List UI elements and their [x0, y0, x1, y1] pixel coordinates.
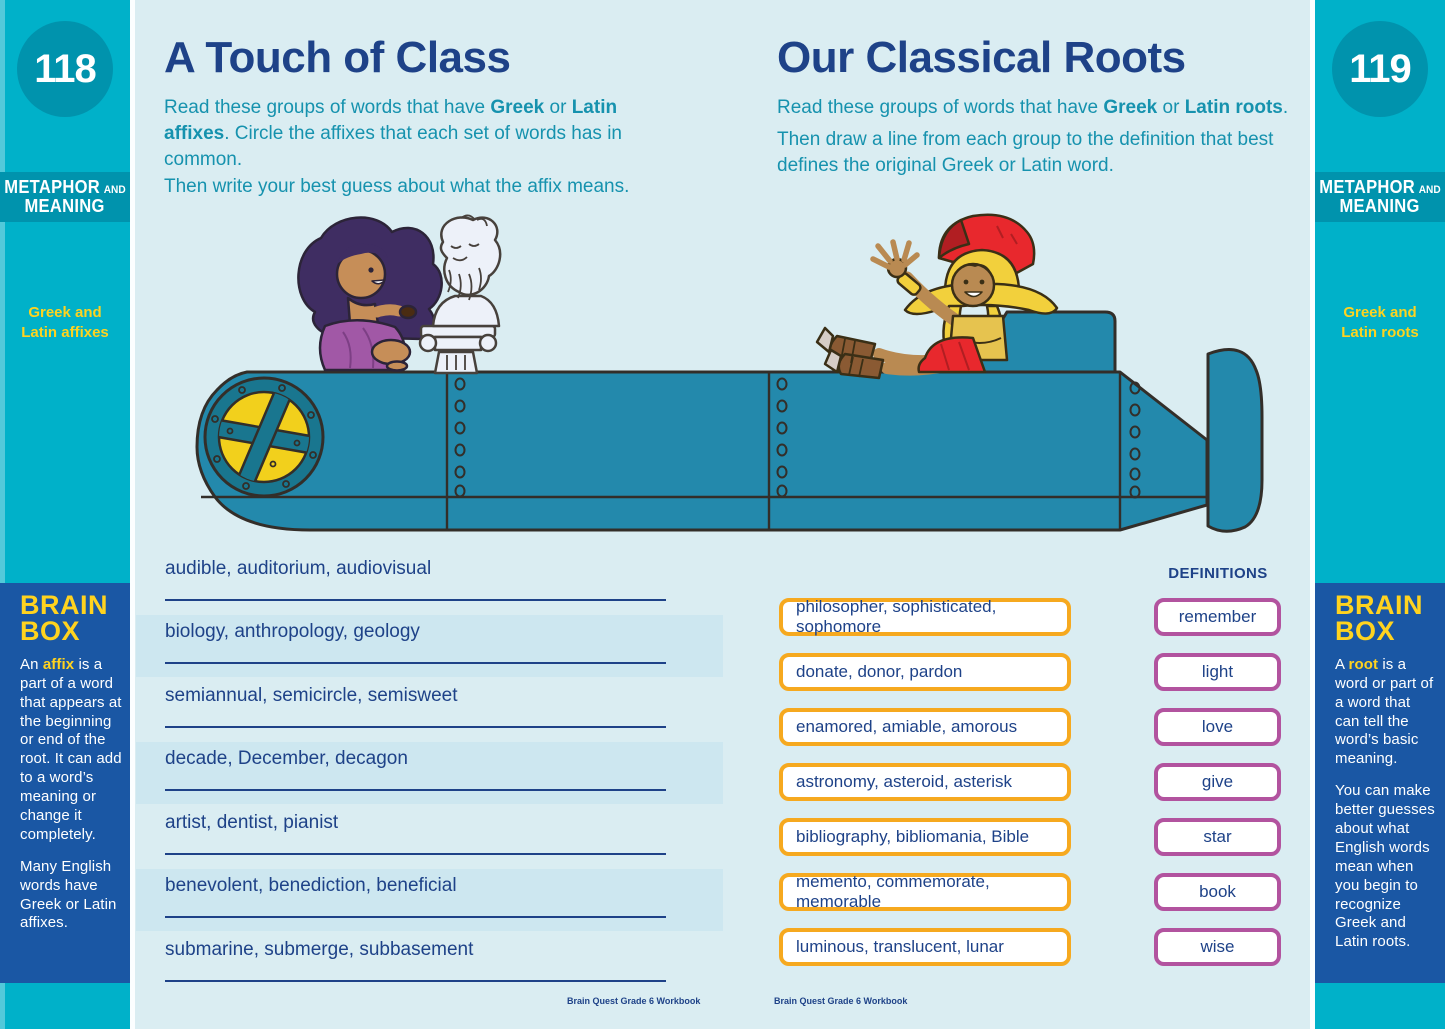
unit-tab-left: METAPHOR AND MEANING	[0, 172, 130, 222]
unit-tab-and: AND	[1418, 184, 1441, 197]
word-group-box: memento, commemorate, memorable	[779, 872, 1071, 911]
word-group-text: audible, auditorium, audiovisual	[165, 558, 432, 579]
definition-box: love	[1154, 708, 1281, 746]
word-group-text: biology, anthropology, geology	[165, 621, 420, 642]
write-in-line	[165, 599, 666, 601]
word-group-box: enamored, amiable, amorous	[779, 708, 1071, 746]
definition-box: wise	[1154, 928, 1281, 966]
definitions-header: DEFINITIONS	[1168, 565, 1268, 582]
brain-box-paragraph: A root is a word or part of a word that …	[1335, 655, 1434, 768]
instructions-right-1: Read these groups of words that have Gre…	[777, 97, 1289, 118]
page-number-badge-119: 119	[1332, 21, 1428, 117]
word-list-row: biology, anthropology, geology	[136, 615, 723, 677]
lesson-topic-label-right: Greek and Latin roots	[1341, 304, 1419, 341]
lesson-topic-label-left: Greek and Latin affixes	[21, 304, 109, 341]
page-title-right: Our Classical Roots	[777, 33, 1186, 82]
tail-fin	[1206, 348, 1264, 533]
submarine-porthole	[203, 376, 325, 498]
page-gutter	[130, 0, 135, 1029]
write-in-line	[165, 662, 666, 664]
word-group-column: philosopher, sophisticated, sophomore do…	[779, 597, 1071, 968]
write-in-line	[165, 726, 666, 728]
page-edge-highlight	[0, 0, 5, 1029]
definition-box: light	[1154, 653, 1281, 691]
definition-column: remember light love give star book wise	[1154, 598, 1281, 968]
muse-character	[297, 216, 443, 372]
definition-box: give	[1154, 763, 1281, 801]
unit-tab-word: METAPHOR	[4, 177, 101, 198]
word-group-box: philosopher, sophisticated, sophomore	[779, 597, 1071, 636]
word-list-row: artist, dentist, pianist	[136, 806, 723, 868]
word-group-box: luminous, translucent, lunar	[779, 928, 1071, 966]
page-gutter	[1310, 0, 1315, 1029]
footer-left: Brain Quest Grade 6 Workbook	[567, 996, 701, 1006]
write-in-line	[165, 789, 666, 791]
page-number-badge-118: 118	[17, 21, 113, 117]
brain-box-right: BRAIN BOX A root is a word or part of a …	[1315, 583, 1445, 983]
affix-word-list: audible, auditorium, audiovisual biology…	[136, 552, 723, 998]
right-sidebar: 119 METAPHOR AND MEANING Greek and Latin…	[1315, 0, 1445, 1029]
write-in-line	[165, 916, 666, 918]
unit-tab-word2: MEANING	[24, 196, 106, 216]
definition-box: star	[1154, 818, 1281, 856]
instructions-right-2: Then draw a line from each group to the …	[777, 129, 1274, 177]
word-group-box: bibliography, bibliomania, Bible	[779, 818, 1071, 856]
submarine-illustration	[195, 213, 1264, 533]
write-in-line	[165, 853, 666, 855]
definition-box: book	[1154, 873, 1281, 911]
unit-tab-word: METAPHOR	[1319, 177, 1416, 198]
submarine-hull	[195, 370, 1209, 532]
word-group-box: astronomy, asteroid, asterisk	[779, 763, 1071, 801]
write-in-line	[165, 980, 666, 982]
word-list-row: audible, auditorium, audiovisual	[136, 552, 723, 614]
word-group-text: semiannual, semicircle, semisweet	[165, 685, 458, 706]
unit-tab-word2: MEANING	[1339, 196, 1421, 216]
word-group-text: benevolent, benediction, beneficial	[165, 875, 457, 896]
word-list-row: benevolent, benediction, beneficial	[136, 869, 723, 931]
instructions-left-1: Read these groups of words that have Gre…	[164, 97, 622, 171]
brain-box-title: BRAIN BOX	[20, 590, 108, 647]
word-list-row: decade, December, decagon	[136, 742, 723, 804]
brain-box-left: BRAIN BOX An affix is a part of a word t…	[0, 583, 130, 983]
brain-box-paragraph: You can make better guesses about what E…	[1335, 782, 1435, 951]
word-group-text: submarine, submerge, subbasement	[165, 939, 474, 960]
word-group-box: donate, donor, pardon	[779, 653, 1071, 691]
word-group-text: decade, December, decagon	[165, 748, 408, 769]
page-title-left: A Touch of Class	[164, 33, 511, 82]
unit-tab-right: METAPHOR AND MEANING	[1315, 172, 1445, 222]
unit-tab-and: AND	[103, 184, 126, 197]
word-list-row: semiannual, semicircle, semisweet	[136, 679, 723, 741]
definition-box: remember	[1154, 598, 1281, 636]
brain-box-title: BRAIN BOX	[1335, 590, 1423, 647]
word-group-text: artist, dentist, pianist	[165, 812, 339, 833]
statue	[418, 214, 502, 375]
roman-soldier-character	[815, 213, 1059, 380]
footer-right: Brain Quest Grade 6 Workbook	[774, 996, 908, 1006]
left-sidebar: 118 METAPHOR AND MEANING Greek and Latin…	[0, 0, 130, 1029]
word-list-row: submarine, submerge, subbasement	[136, 933, 723, 995]
brain-box-paragraph: An affix is a part of a word that appear…	[20, 655, 122, 843]
brain-box-paragraph: Many English words have Greek or Latin a…	[20, 857, 117, 932]
instructions-left-2: Then write your best guess about what th…	[164, 176, 630, 197]
